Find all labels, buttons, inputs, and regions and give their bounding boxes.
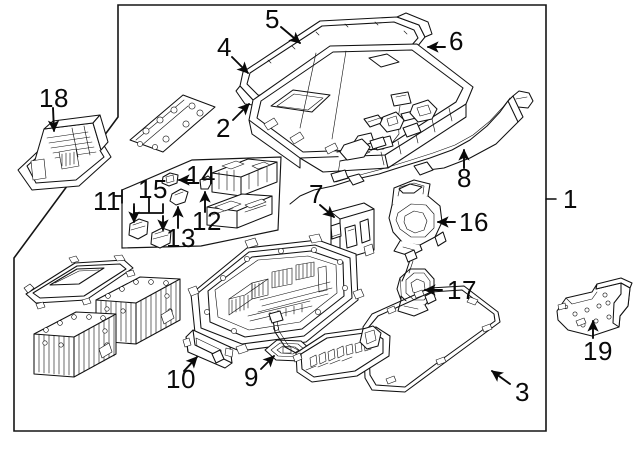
callout-2: 2 — [216, 113, 231, 143]
callout-3: 3 — [515, 377, 530, 407]
callout-17: 17 — [447, 275, 477, 305]
callout-4: 4 — [217, 32, 232, 62]
part-16-cooling-blower — [388, 179, 447, 257]
callout-7: 7 — [309, 179, 324, 209]
part-10-vent-duct — [182, 329, 234, 369]
callout-1: 1 — [563, 184, 578, 214]
harness-brackets — [339, 99, 438, 161]
part-17-cooling-fan — [396, 249, 437, 317]
callout-19: 19 — [583, 336, 613, 366]
callout-6: 6 — [449, 26, 464, 56]
callout-11: 11 — [93, 186, 121, 216]
callout-9: 9 — [244, 362, 259, 392]
callout-12: 12 — [192, 206, 222, 236]
callout-5: 5 — [265, 4, 280, 34]
callout-14: 14 — [186, 160, 216, 190]
lower-bus-bar-assembly — [268, 310, 391, 383]
inset-detail-frame — [121, 156, 282, 249]
callout-10: 10 — [166, 364, 196, 394]
callout-16: 16 — [459, 207, 489, 237]
callout-13: 13 — [166, 223, 196, 253]
callout-18: 18 — [39, 83, 69, 113]
inset-parts — [128, 158, 278, 249]
callout-leaders — [47, 26, 599, 385]
part-19-side-bracket — [556, 277, 633, 337]
callout-8: 8 — [457, 163, 472, 193]
battery-tray-lower-case — [187, 233, 365, 355]
mounting-plate-upper — [129, 94, 216, 153]
callout-15: 15 — [138, 174, 168, 204]
battery-module-plate — [23, 254, 136, 310]
main-assembly-frame — [13, 4, 547, 432]
battery-module-b — [33, 311, 117, 378]
part-8-wiring-harness — [289, 90, 534, 205]
